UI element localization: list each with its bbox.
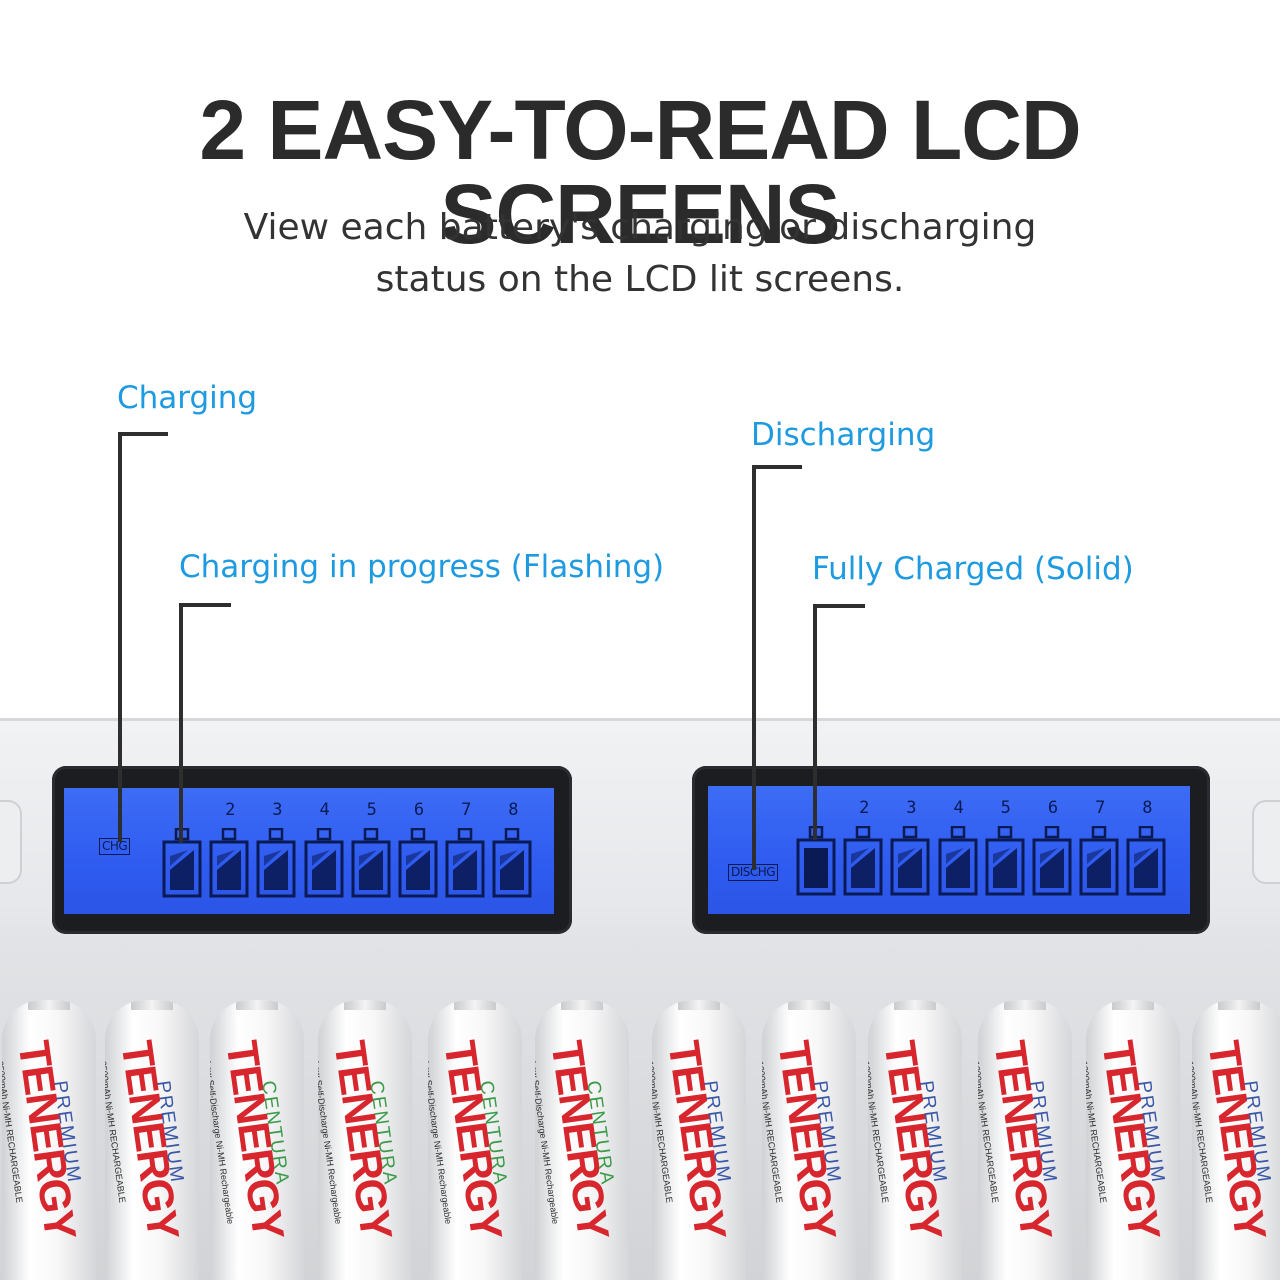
left-side-button (0, 800, 22, 884)
battery-charging-icon (351, 828, 391, 898)
battery-terminal (1218, 1000, 1260, 1010)
slot-number: 7 (461, 800, 472, 820)
callout-charging: Charging (117, 380, 258, 416)
slot-number: 6 (1047, 798, 1059, 818)
slot-number: 6 (413, 800, 425, 820)
battery-charging-icon (445, 828, 485, 898)
battery-terminal (131, 1000, 173, 1010)
battery-terminal (1004, 1000, 1046, 1010)
leader-progress-h (179, 603, 231, 607)
battery-terminal (28, 1000, 70, 1010)
callout-discharging: Discharging (751, 417, 936, 453)
battery-charging-icon (1079, 826, 1119, 896)
battery-terminal (894, 1000, 936, 1010)
slot-number: 3 (906, 798, 917, 818)
leader-charging-v (118, 432, 122, 842)
battery-charging-icon (843, 826, 883, 896)
battery-charging-icon (938, 826, 978, 896)
battery-terminal (236, 1000, 278, 1010)
battery-charging-icon (492, 828, 532, 898)
battery-charging-icon (256, 828, 296, 898)
battery-charging-icon (209, 828, 249, 898)
right-side-button (1252, 800, 1280, 884)
slot-number: 8 (508, 800, 519, 820)
slot-number: 5 (366, 800, 377, 820)
battery-charging-icon (890, 826, 930, 896)
battery-charging-icon (1126, 826, 1166, 896)
leader-fully-charged-h (813, 604, 865, 608)
slot-number: 8 (1142, 798, 1153, 818)
battery-charging-icon (304, 828, 344, 898)
slot-number: 3 (272, 800, 283, 820)
leader-discharging-v (752, 465, 756, 870)
slot-number: 7 (1095, 798, 1106, 818)
battery-charging-icon (1032, 826, 1072, 896)
battery-charging-icon (985, 826, 1025, 896)
subtitle-line-1: View each battery's charging or discharg… (243, 207, 1037, 248)
leader-progress-v (179, 603, 183, 843)
battery-terminal (561, 1000, 603, 1010)
leader-discharging-h (752, 465, 802, 469)
slot-number: 2 (225, 800, 236, 820)
leader-fully-charged-v (813, 604, 817, 840)
battery-terminal (344, 1000, 386, 1010)
callout-fully-charged: Fully Charged (Solid) (812, 551, 1134, 587)
callout-charging-progress: Charging in progress (Flashing) (179, 549, 665, 585)
battery-terminal (788, 1000, 830, 1010)
leader-charging-h (118, 432, 168, 436)
slot-number: 4 (319, 800, 330, 820)
slot-number: 4 (953, 798, 964, 818)
battery-charging-icon (398, 828, 438, 898)
slot-number: 2 (859, 798, 870, 818)
battery-terminal (678, 1000, 720, 1010)
chg-indicator: CHG (99, 838, 131, 855)
battery-terminal (1112, 1000, 1154, 1010)
subtitle-line-2: status on the LCD lit screens. (375, 259, 905, 300)
lcd-screen-left: CHG 2 3 4 5 6 7 8 (64, 788, 554, 914)
battery-terminal (454, 1000, 496, 1010)
slot-number: 5 (1000, 798, 1011, 818)
battery-full-icon (796, 826, 836, 896)
page-title: 2 EASY-TO-READ LCD SCREENS (199, 83, 1081, 261)
